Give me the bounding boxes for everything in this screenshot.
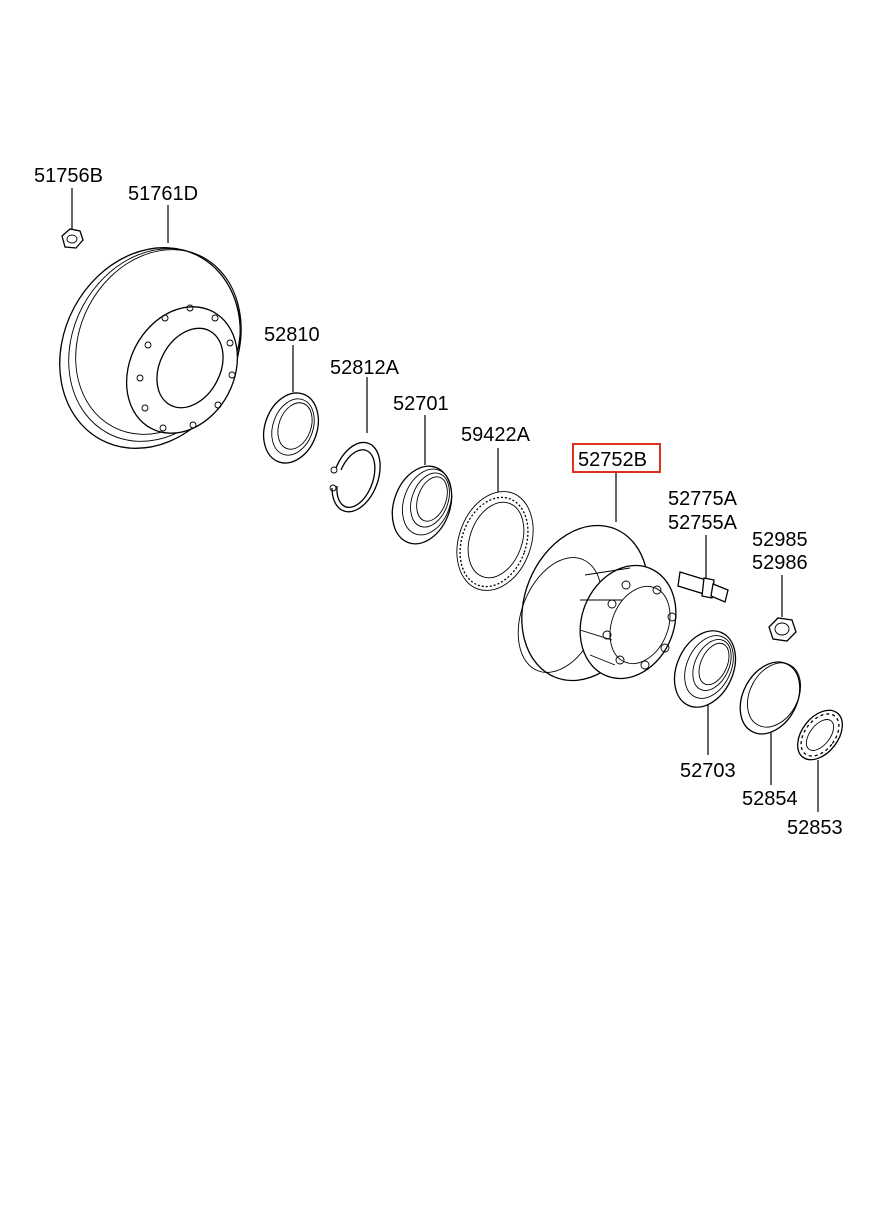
label-52853[interactable]: 52853 <box>787 817 843 839</box>
label-51756b[interactable]: 51756B <box>34 165 103 187</box>
wheel-stud-52775a[interactable] <box>677 571 729 603</box>
nut-52985[interactable] <box>768 617 797 642</box>
label-52812a[interactable]: 52812A <box>330 357 400 379</box>
label-52752b[interactable]: 52752B <box>578 449 647 471</box>
brake-disc-51761d[interactable] <box>25 216 275 480</box>
label-51761d[interactable]: 51761D <box>128 183 198 205</box>
label-59422a[interactable]: 59422A <box>461 424 531 446</box>
oil-seal-52810[interactable] <box>254 385 327 470</box>
label-52854[interactable]: 52854 <box>742 788 798 810</box>
tone-ring-59422a[interactable] <box>444 481 547 601</box>
ring-52854[interactable] <box>728 652 811 744</box>
snap-ring-52812a[interactable] <box>329 441 381 513</box>
wheel-hub-52752b[interactable] <box>499 506 692 699</box>
label-52755a[interactable]: 52755A <box>668 512 738 534</box>
bearing-52703[interactable] <box>663 621 748 717</box>
highlight-box-52752b <box>572 443 661 473</box>
label-52775a[interactable]: 52775A <box>668 488 738 510</box>
label-52810[interactable]: 52810 <box>264 324 320 346</box>
label-52703[interactable]: 52703 <box>680 760 736 782</box>
label-52701[interactable]: 52701 <box>393 393 449 415</box>
label-52986[interactable]: 52986 <box>752 552 808 574</box>
label-52985[interactable]: 52985 <box>752 529 808 551</box>
nut-51756b[interactable] <box>61 228 84 249</box>
thrust-bearing-52853[interactable] <box>789 702 852 768</box>
bearing-52701[interactable] <box>382 458 462 552</box>
